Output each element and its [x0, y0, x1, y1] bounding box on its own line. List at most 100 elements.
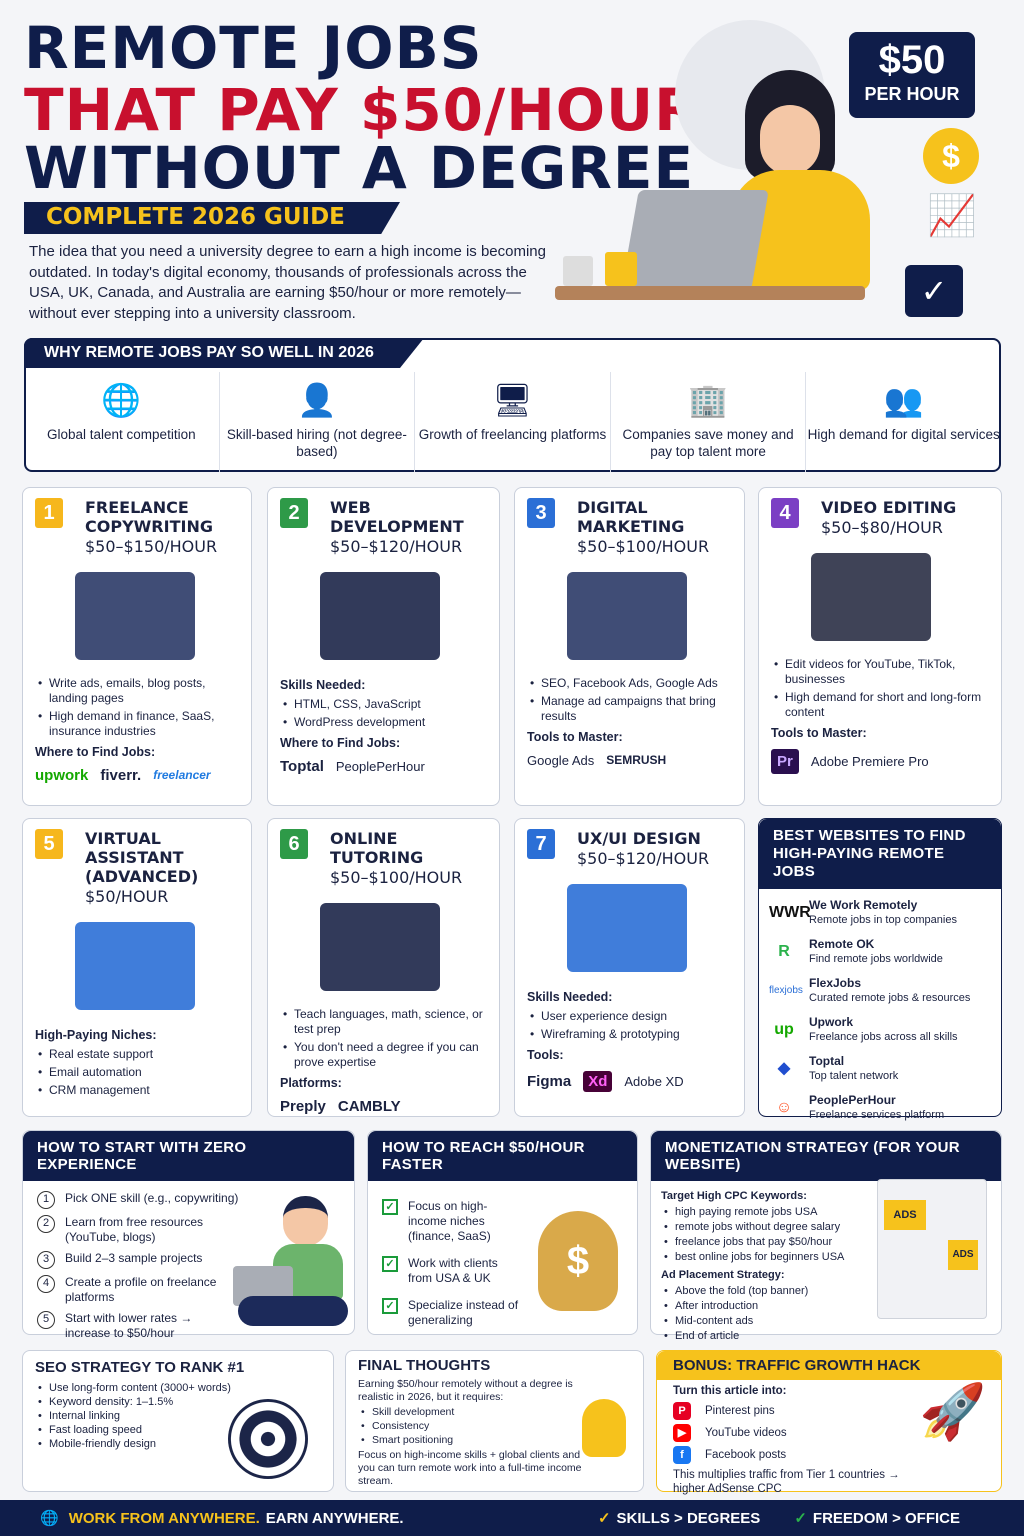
why-title: WHY REMOTE JOBS PAY SO WELL IN 2026 [24, 338, 424, 368]
platform-logo[interactable]: Google Ads [527, 753, 595, 768]
facebook-icon: f [673, 1446, 691, 1464]
title-line-3: WITHOUT A DEGREE [24, 134, 695, 202]
mug-icon [605, 252, 637, 286]
job-illustration [35, 912, 239, 1022]
ad-placement-title: Ad Placement Strategy: [661, 1269, 785, 1281]
dollar-coin-icon: $ [923, 128, 979, 184]
step-number: 3 [37, 1251, 55, 1269]
reach-item: ✓Specialize instead of generalizing [382, 1298, 524, 1328]
job-rate: $50–$100/HOUR [577, 537, 710, 556]
bullet-item: freelance jobs that pay $50/hour [661, 1235, 861, 1249]
desk [555, 286, 865, 300]
job-subheading: Tools to Master: [527, 730, 623, 744]
hero-illustration: $50 PER HOUR $ 📈 ✓ [555, 20, 1015, 330]
bullet-item: High demand for short and long-form cont… [771, 690, 989, 720]
bullet-item: Email automation [35, 1065, 239, 1080]
bullet-item: Edit videos for YouTube, TikTok, busines… [771, 657, 989, 687]
title-line-1: REMOTE JOBS [24, 14, 483, 82]
job-number-badge: 1 [35, 498, 63, 528]
step-number: 2 [37, 1215, 55, 1233]
footer-tag-skills: SKILLS > DEGREES [616, 1509, 761, 1527]
step-text: Start with lower rates → increase to $50… [65, 1311, 193, 1340]
platform-logo[interactable]: CAMBLY [337, 1098, 401, 1115]
website-logo-icon: R [778, 942, 790, 960]
bullet-item: Keyword density: 1–1.5% [35, 1396, 321, 1409]
bullet-item: WordPress development [280, 715, 487, 730]
website-logo-icon: ☺ [775, 1098, 793, 1116]
buildings-icon: 🏢 [688, 382, 728, 418]
growth-chart-icon: 📈 [927, 194, 977, 238]
lightbulb-icon [582, 1399, 626, 1457]
job-rate: $50–$100/HOUR [330, 868, 463, 887]
bullet-item: User experience design [527, 1009, 732, 1024]
bullet-item: best online jobs for beginners USA [661, 1250, 861, 1264]
checkbox-icon: ✓ [382, 1256, 398, 1272]
title-line-2: THAT PAY $50/HOUR [24, 76, 700, 144]
ads-block: ADS [948, 1240, 978, 1270]
reach-text: Focus on high-income niches (finance, Sa… [408, 1199, 491, 1243]
bonus-item: ▶YouTube videos [673, 1424, 985, 1442]
bullet-item: End of article [661, 1329, 861, 1343]
platform-logo[interactable]: freelancer [153, 768, 211, 782]
website-name: FlexJobs [809, 976, 862, 990]
globe-icon: 🌐 [40, 1510, 59, 1527]
reach-text: Work with clients from USA & UK [408, 1256, 498, 1285]
why-label: Growth of freelancing platforms [418, 427, 607, 442]
platform-logo[interactable]: Adobe Premiere Pro [810, 754, 929, 769]
platform-logo[interactable]: Xd [583, 1071, 613, 1092]
platform-logo[interactable]: Adobe XD [624, 1074, 684, 1089]
rocket-icon: 🚀 [919, 1382, 987, 1442]
job-title: UX/UI DESIGN [577, 829, 701, 848]
platform-logos: upwork fiverr. freelancer [35, 768, 239, 783]
why-items: 🌐Global talent competition 👤Skill-based … [24, 372, 1001, 472]
website-name: PeoplePerHour [809, 1093, 896, 1107]
job-illustration [280, 893, 487, 1003]
platform-logo[interactable]: PeoplePerHour [335, 759, 425, 774]
job-number-badge: 7 [527, 829, 555, 859]
why-item: 👤Skill-based hiring (not degree-based) [220, 372, 416, 472]
website-name: Upwork [809, 1015, 854, 1029]
monitor-chart-icon: 🖥 [492, 382, 533, 418]
platform-logo[interactable]: fiverr. [100, 767, 142, 784]
job-title: VIRTUAL ASSISTANT (ADVANCED) [85, 829, 199, 886]
bullet-item: Internal linking [35, 1410, 321, 1423]
checkbox-icon: ✓ [382, 1298, 398, 1314]
platform-logo[interactable]: upwork [35, 767, 89, 784]
job-subheading: Skills Needed: [527, 990, 613, 1004]
bullet-item: Write ads, emails, blog posts, landing p… [35, 676, 239, 706]
bullet-item: After introduction [661, 1299, 861, 1313]
platform-logo[interactable]: Figma [527, 1073, 572, 1090]
website-name: Remote OK [809, 937, 875, 951]
final-thoughts-section: FINAL THOUGHTS Earning $50/hour remotely… [345, 1350, 644, 1492]
website-name: Toptal [809, 1054, 845, 1068]
why-label: Companies save money and pay top talent … [622, 427, 794, 459]
platform-logos: Pr Adobe Premiere Pro [771, 749, 989, 774]
job-number-badge: 2 [280, 498, 308, 528]
best-websites-panel: BEST WEBSITES TO FIND HIGH-PAYING REMOTE… [758, 818, 1002, 1121]
platform-logo[interactable]: Preply [280, 1098, 326, 1115]
why-item: 🏢 Companies save money and pay top talent… [611, 372, 807, 472]
job-bullets: Edit videos for YouTube, TikTok, busines… [771, 657, 989, 720]
bonus-outro: This multiplies traffic from Tier 1 coun… [673, 1469, 900, 1495]
final-intro: Earning $50/hour remotely without a degr… [358, 1378, 573, 1403]
user-check-icon: 👤 [296, 382, 337, 418]
website-desc: Top talent network [809, 1070, 899, 1082]
platform-logo[interactable]: Pr [771, 749, 799, 774]
platform-logo[interactable]: SEMRUSH [606, 753, 667, 767]
bonus-label: YouTube videos [705, 1427, 787, 1439]
student-illustration [233, 1196, 353, 1331]
reach-section: HOW TO REACH $50/HOUR FASTER ✓Focus on h… [367, 1130, 638, 1335]
why-item: 👥High demand for digital services [806, 372, 1001, 472]
keywords-title: Target High CPC Keywords: [661, 1190, 807, 1202]
platform-logo[interactable]: Toptal [280, 758, 324, 775]
